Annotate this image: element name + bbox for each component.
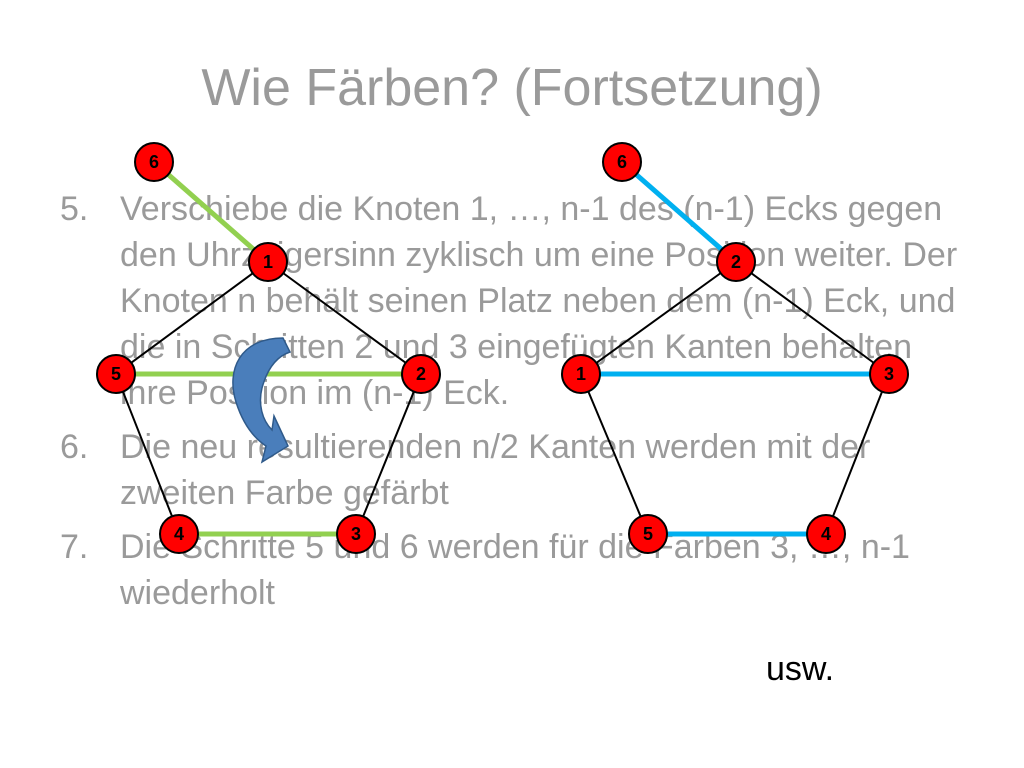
node-label: 1 (263, 252, 273, 272)
node-1: 1 (561, 354, 601, 394)
node-label: 4 (174, 524, 184, 544)
left-graph: 6 1 5 2 4 3 (96, 142, 441, 554)
node-4: 4 (806, 514, 846, 554)
edge-2-1 (580, 261, 737, 375)
edge-1-2 (267, 261, 422, 375)
edge-1-5 (580, 373, 649, 535)
node-label: 5 (643, 524, 653, 544)
node-label: 6 (617, 152, 627, 172)
edge-2-3 (355, 373, 422, 535)
curved-rotate-arrow-icon (232, 337, 292, 464)
step-number: 5. (60, 190, 89, 228)
node-3: 3 (869, 354, 909, 394)
step-number: 7. (60, 528, 89, 566)
node-3: 3 (336, 514, 376, 554)
edge-6-1-colored (152, 160, 270, 264)
node-2: 2 (716, 242, 756, 282)
slide-title: Wie Färben? (Fortsetzung) (201, 59, 823, 117)
node-label: 1 (576, 364, 586, 384)
node-label: 6 (149, 152, 159, 172)
step-item: 6. Die neu resultierenden n/2 Kanten wer… (60, 424, 970, 516)
node-label: 3 (884, 364, 894, 384)
edge-6-2-colored (620, 160, 738, 264)
edge-2-3 (735, 261, 890, 375)
node-label: 2 (416, 364, 426, 384)
node-5: 5 (96, 354, 136, 394)
node-2: 2 (401, 354, 441, 394)
node-5: 5 (628, 514, 668, 554)
node-6: 6 (134, 142, 174, 182)
node-4: 4 (159, 514, 199, 554)
node-6: 6 (602, 142, 642, 182)
edge-3-4 (825, 373, 890, 535)
step-text: Die neu resultierenden n/2 Kanten werden… (120, 428, 871, 512)
edge-1-5 (115, 261, 269, 375)
node-label: 4 (821, 524, 831, 544)
node-label: 2 (731, 252, 741, 272)
right-graph: 6 2 1 3 5 4 (561, 142, 909, 554)
edge-5-4 (115, 373, 180, 535)
steps-list: 5. Verschiebe die Knoten 1, …, n-1 des (… (60, 186, 970, 624)
node-label: 3 (351, 524, 361, 544)
footer-note: usw. (766, 650, 835, 688)
node-1: 1 (248, 242, 288, 282)
step-number: 6. (60, 428, 89, 466)
node-label: 5 (111, 364, 121, 384)
